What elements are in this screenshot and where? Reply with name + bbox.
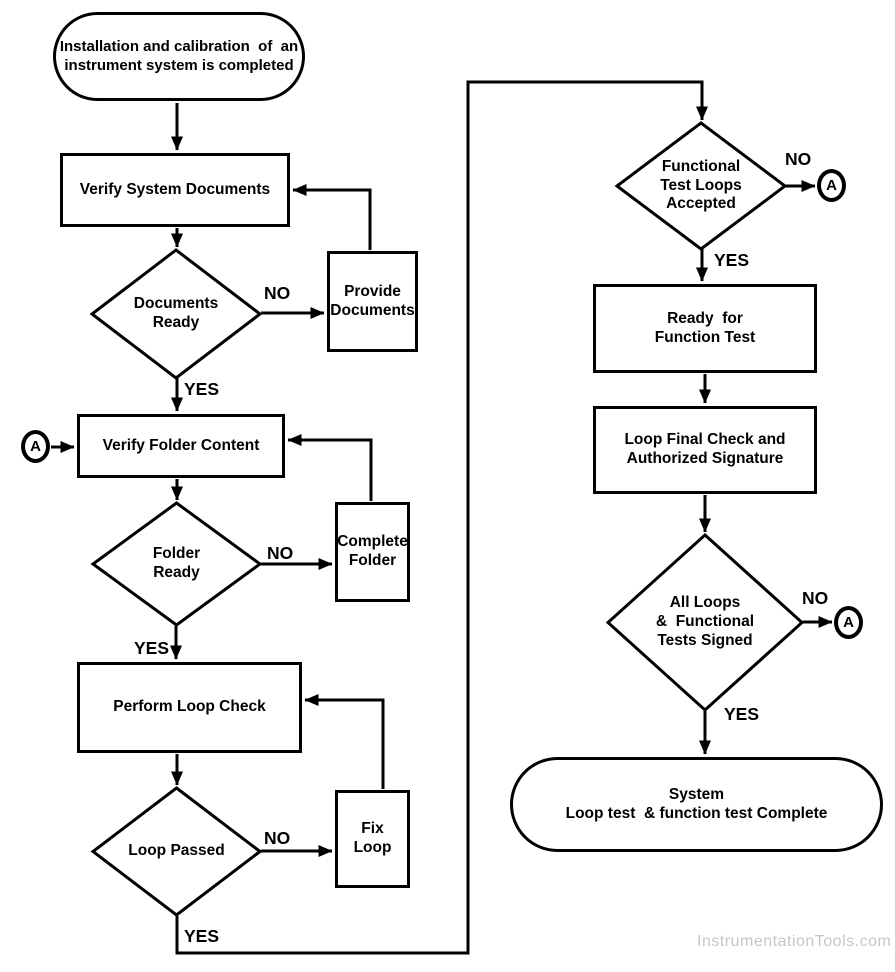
perform-loop-check-process: Perform Loop Check	[77, 662, 302, 753]
provide-documents-label: Provide Documents	[330, 282, 415, 319]
diamond-shape	[617, 123, 785, 249]
ready-for-function-test-process: Ready for Function Test	[593, 284, 817, 373]
label-yes-loop-passed: YES	[184, 926, 220, 946]
verify-folder-content-label: Verify Folder Content	[102, 436, 260, 454]
start-terminator: Installation and calibration of an instr…	[53, 12, 305, 101]
documents-ready-decision: Documents Ready	[92, 250, 260, 378]
ready-for-function-test-label: Ready for Function Test	[654, 309, 756, 346]
connector-a-all-loops: A	[834, 606, 863, 639]
loop-final-check-label: Loop Final Check and Authorized Signatur…	[624, 431, 786, 467]
connector-a-label: A	[30, 438, 41, 455]
system-complete-label: System Loop test & function test Complet…	[565, 785, 828, 822]
label-yes-functional-test: YES	[714, 250, 750, 270]
fix-loop-label: Fix Loop	[353, 820, 392, 856]
connector-a-left: A	[21, 430, 50, 463]
loop-passed-label: Loop Passed	[128, 842, 225, 860]
connector-a-label: A	[826, 177, 837, 194]
label-yes-all-loops: YES	[724, 704, 760, 724]
functional-test-loops-accepted-decision: Functional Test Loops Accepted	[617, 123, 785, 249]
verify-folder-content-process: Verify Folder Content	[77, 414, 285, 478]
diamond-shape	[93, 788, 260, 915]
verify-system-documents-process: Verify System Documents	[60, 153, 290, 227]
watermark-text: InstrumentationTools.com	[697, 933, 892, 950]
connector-a-functional: A	[817, 169, 846, 202]
loop-final-check-process: Loop Final Check and Authorized Signatur…	[593, 406, 817, 494]
start-label: Installation and calibration of an instr…	[59, 38, 299, 74]
all-loops-tests-signed-label: All Loops & Functional Tests Signed	[655, 594, 755, 649]
label-no-functional-test: NO	[785, 149, 812, 169]
fix-loop-process: Fix Loop	[335, 790, 410, 888]
diamond-shape	[93, 503, 260, 625]
loop-passed-decision: Loop Passed	[93, 788, 260, 915]
label-no-loop-passed: NO	[264, 828, 291, 848]
label-no-documents-ready: NO	[264, 283, 291, 303]
diamond-shape	[92, 250, 260, 378]
complete-folder-label: Complete Folder	[337, 533, 408, 569]
folder-ready-label: Folder Ready	[152, 545, 201, 581]
label-yes-documents-ready: YES	[184, 379, 220, 399]
system-complete-terminator: System Loop test & function test Complet…	[510, 757, 883, 852]
documents-ready-label: Documents Ready	[133, 295, 219, 331]
perform-loop-check-label: Perform Loop Check	[113, 698, 266, 716]
complete-folder-process: Complete Folder	[335, 502, 410, 602]
connector-a-label: A	[843, 614, 854, 631]
label-no-all-loops: NO	[802, 588, 829, 608]
folder-ready-decision: Folder Ready	[93, 503, 260, 625]
verify-system-documents-label: Verify System Documents	[79, 180, 271, 198]
all-loops-tests-signed-decision: All Loops & Functional Tests Signed	[608, 535, 802, 710]
provide-documents-process: Provide Documents	[327, 251, 418, 352]
functional-test-loops-accepted-label: Functional Test Loops Accepted	[660, 157, 742, 213]
label-no-folder-ready: NO	[267, 543, 294, 563]
label-yes-folder-ready: YES	[134, 638, 170, 658]
diamond-shape	[608, 535, 802, 710]
